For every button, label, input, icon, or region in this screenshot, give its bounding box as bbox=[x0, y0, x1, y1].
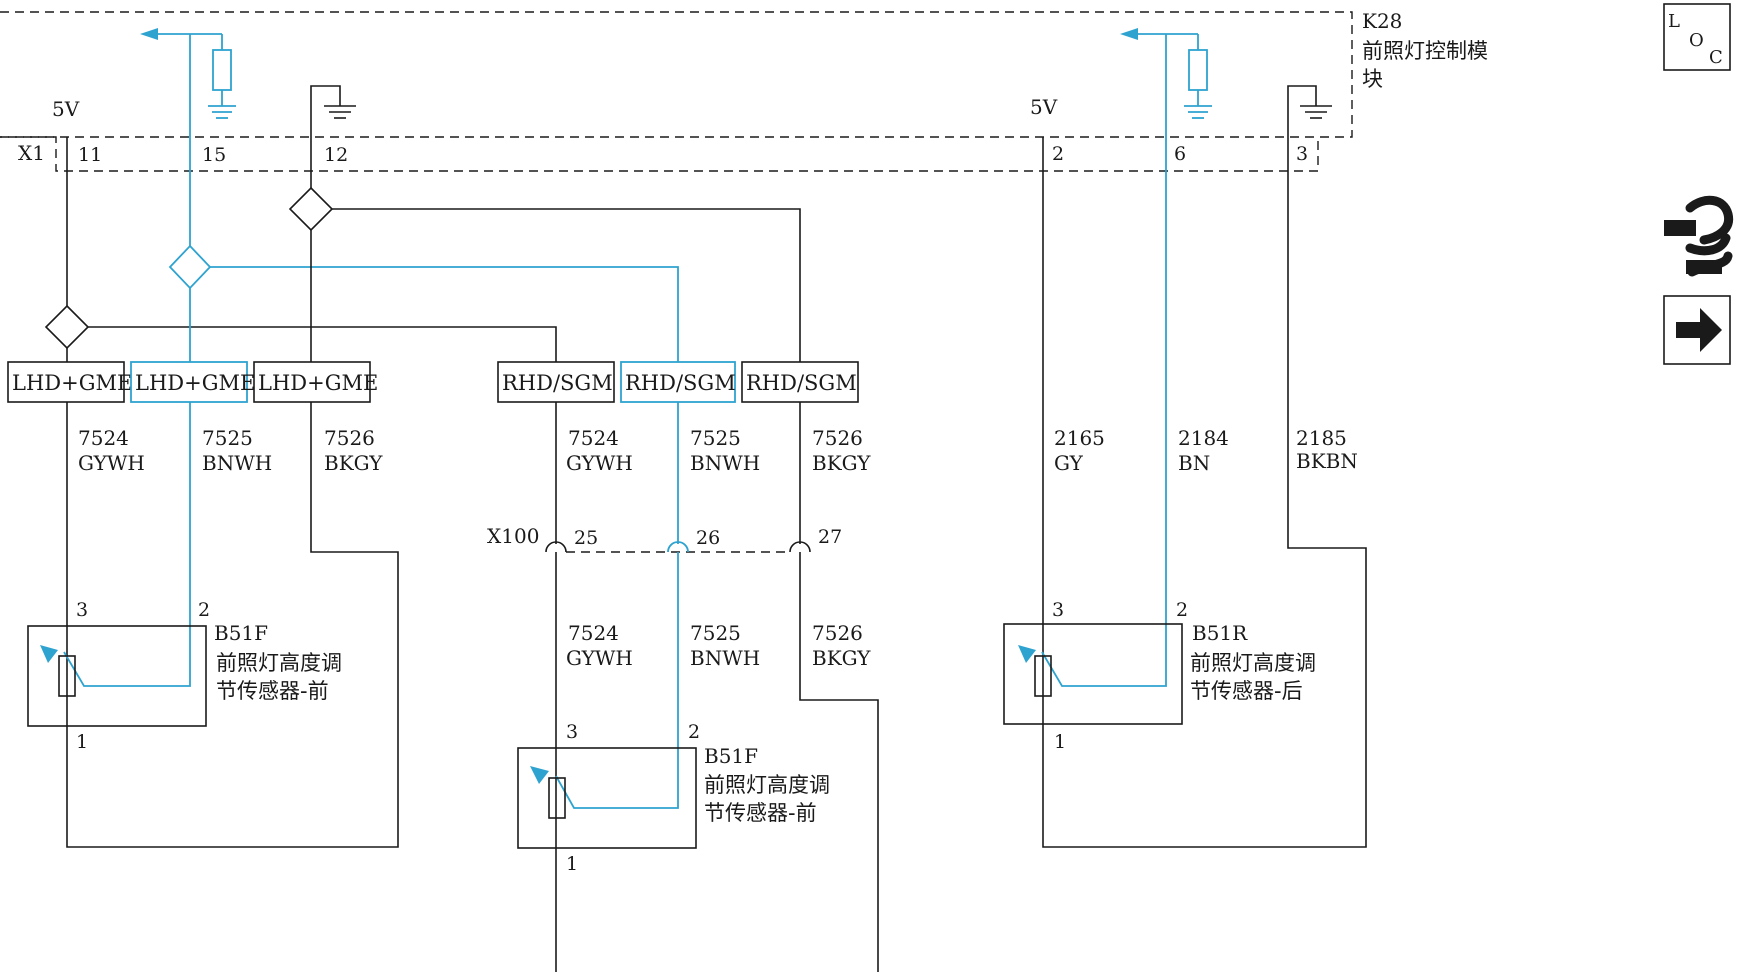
splice-diamond bbox=[168, 244, 212, 290]
wiper-arrow-icon bbox=[530, 766, 549, 784]
loc-icon[interactable]: L O C bbox=[1663, 3, 1731, 71]
branch-5v-front bbox=[44, 171, 557, 362]
wire-circuit: 7524 bbox=[568, 426, 619, 450]
sensor-id: B51R bbox=[1192, 621, 1248, 645]
x1-pins: 11 15 12 2 6 3 bbox=[78, 143, 1308, 166]
option-rhd-sgm: RHD/SGM bbox=[625, 371, 736, 395]
wire-circuit: 7525 bbox=[690, 621, 741, 645]
wire-circuit: 7526 bbox=[812, 621, 863, 645]
wire-color: GYWH bbox=[566, 646, 633, 670]
wire-circuit: 7524 bbox=[568, 621, 619, 645]
connector-x1-label: X1 bbox=[18, 141, 45, 165]
connector-x100: X100 25 26 27 bbox=[487, 524, 842, 553]
wire-color: GY bbox=[1054, 451, 1084, 475]
wire-circuit: 7524 bbox=[78, 426, 129, 450]
branch-signal-front bbox=[168, 171, 679, 362]
sensor-id: B51F bbox=[704, 744, 758, 768]
sensor-name-line1: 前照灯高度调 bbox=[216, 651, 342, 675]
sensor-pin: 1 bbox=[76, 731, 88, 753]
internal-ground-front bbox=[66, 85, 1044, 171]
branch-ground-front bbox=[288, 171, 801, 362]
module-k28: K28 前照灯控制模 块 5V 5V X1 bbox=[0, 9, 1488, 172]
wire-color: BNWH bbox=[690, 646, 760, 670]
wire-circuit: 7526 bbox=[812, 426, 863, 450]
sensor-name-line2: 节传感器-前 bbox=[216, 679, 329, 703]
loc-letter-o: O bbox=[1689, 30, 1704, 51]
x1-pin: 6 bbox=[1174, 143, 1186, 165]
wiper-arrow-icon bbox=[1018, 645, 1036, 663]
sensor-name-line2: 节传感器-后 bbox=[1190, 679, 1303, 703]
wire-color: GYWH bbox=[566, 451, 633, 475]
wiper-arrow-icon bbox=[40, 645, 58, 663]
loc-letter-c: C bbox=[1709, 47, 1723, 68]
splice-diamond bbox=[288, 186, 334, 232]
sensor-pin: 2 bbox=[688, 721, 700, 743]
wire-circuit: 7525 bbox=[690, 426, 741, 450]
lhd-wiring: 7524 GYWH 7525 BNWH 7526 BKGY bbox=[40, 402, 399, 848]
x1-pin: 3 bbox=[1296, 143, 1308, 165]
sensor-pin: 2 bbox=[198, 599, 210, 621]
x100-pin: 27 bbox=[818, 526, 842, 548]
sensor-pin: 2 bbox=[1176, 599, 1188, 621]
wire-color: BKGY bbox=[812, 646, 871, 670]
rhd-wiring-upper: 7524 GYWH 7525 BNWH 7526 BKGY bbox=[555, 402, 871, 544]
wire-color: BN bbox=[1178, 451, 1210, 475]
wire-color: BKGY bbox=[812, 451, 871, 475]
wire-circuit: 2184 bbox=[1178, 426, 1229, 450]
internal-ground-rear bbox=[1287, 85, 1332, 171]
sensor-b51f-rhd: 3 2 1 B51F 前照灯高度调 节传感器-前 bbox=[517, 721, 830, 875]
loc-letter-l: L bbox=[1668, 11, 1680, 32]
sensor-pin: 3 bbox=[1052, 599, 1064, 621]
wire-color: BKBN bbox=[1296, 449, 1358, 473]
x100-pin: 26 bbox=[696, 527, 720, 549]
option-boxes: LHD+GME LHD+GME LHD+GME RHD/SGM RHD/SGM … bbox=[7, 361, 859, 403]
x1-pin: 2 bbox=[1052, 143, 1064, 165]
wire-circuit: 7526 bbox=[324, 426, 375, 450]
wire-color: GYWH bbox=[78, 451, 145, 475]
wire-circuit: 7525 bbox=[202, 426, 253, 450]
wiring-connector-icon[interactable] bbox=[1664, 195, 1734, 277]
wire-color: BNWH bbox=[202, 451, 272, 475]
sensor-pin: 3 bbox=[566, 721, 578, 743]
wire-circuit: 2165 bbox=[1054, 426, 1105, 450]
splice-diamond bbox=[44, 304, 90, 350]
x1-pin: 15 bbox=[202, 144, 226, 166]
internal-circuit-rear bbox=[1120, 28, 1212, 171]
signal-arrow-icon bbox=[1120, 28, 1138, 40]
option-rhd-sgm: RHD/SGM bbox=[746, 371, 857, 395]
internal-circuit-front bbox=[140, 28, 236, 171]
sensor-name-line1: 前照灯高度调 bbox=[704, 773, 830, 797]
sensor-id: B51F bbox=[214, 621, 268, 645]
sensor-pin: 3 bbox=[76, 599, 88, 621]
module-name-line1: 前照灯控制模 bbox=[1362, 39, 1488, 63]
wire-circuit: 2185 bbox=[1296, 426, 1347, 450]
option-lhd-gme: LHD+GME bbox=[258, 371, 378, 395]
sensor-name-line2: 节传感器-前 bbox=[704, 801, 817, 825]
connector-x100-label: X100 bbox=[487, 524, 539, 548]
module-id: K28 bbox=[1362, 9, 1402, 33]
rhd-wiring-lower: 7524 GYWH 7525 BNWH 7526 BKGY bbox=[530, 552, 879, 972]
option-rhd-sgm: RHD/SGM bbox=[502, 371, 613, 395]
next-page-arrow-icon[interactable] bbox=[1663, 295, 1731, 365]
wire-color: BKGY bbox=[324, 451, 383, 475]
sensor-name-line1: 前照灯高度调 bbox=[1190, 651, 1316, 675]
supply-label-left: 5V bbox=[52, 97, 80, 121]
sensor-pin: 1 bbox=[566, 853, 578, 875]
wire-color: BNWH bbox=[690, 451, 760, 475]
option-lhd-gme: LHD+GME bbox=[12, 371, 132, 395]
x100-pin: 25 bbox=[574, 527, 598, 549]
x1-pin: 12 bbox=[324, 144, 348, 166]
supply-label-right: 5V bbox=[1030, 95, 1058, 119]
signal-arrow-icon bbox=[140, 28, 158, 40]
sensor-b51f-lhd: 3 2 1 B51F 前照灯高度调 节传感器-前 bbox=[27, 599, 342, 753]
option-lhd-gme: LHD+GME bbox=[135, 371, 255, 395]
module-name-line2: 块 bbox=[1362, 67, 1383, 91]
sensor-pin: 1 bbox=[1054, 731, 1066, 753]
x1-pin: 11 bbox=[78, 144, 102, 166]
sensor-b51r: 3 2 1 B51R 前照灯高度调 节传感器-后 bbox=[1003, 599, 1316, 753]
rear-wiring: 2165 GY 2184 BN 2185 BKBN bbox=[1018, 171, 1367, 848]
